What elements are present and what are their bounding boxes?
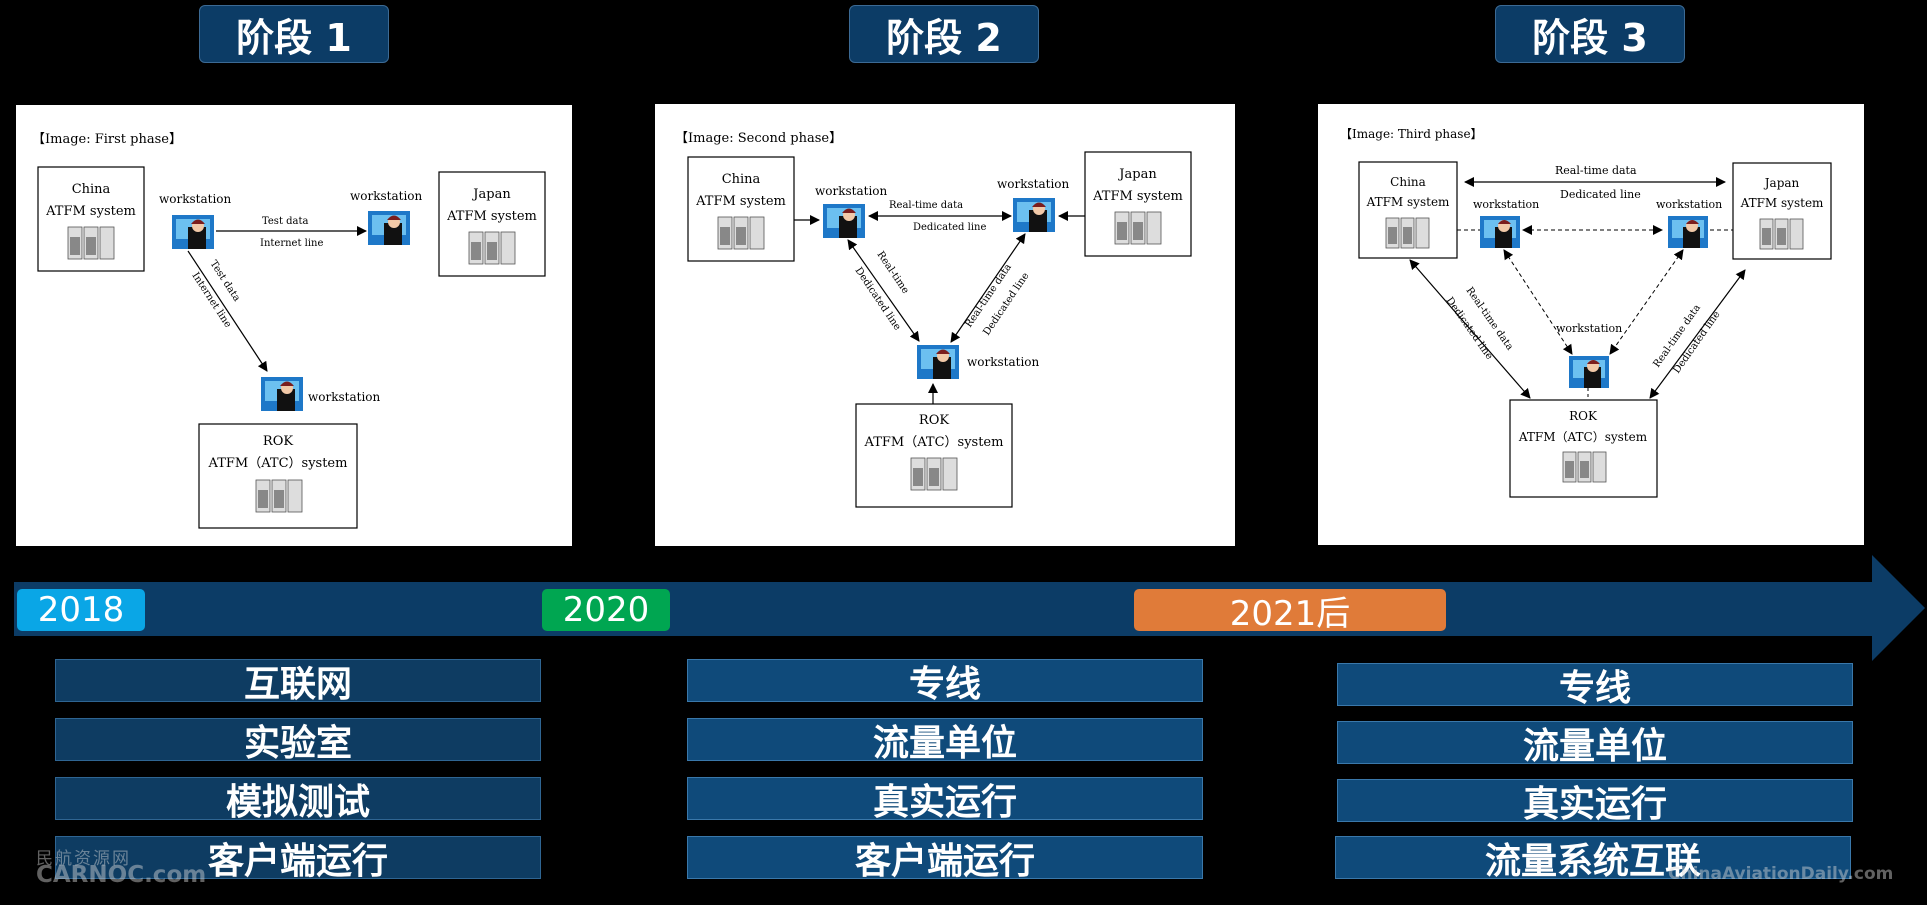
server-icon	[1385, 217, 1430, 249]
watermark-chinaaviationdaily: ChinaAviationDaily.com	[1668, 864, 1894, 884]
stage1-feature-1: 互联网	[55, 659, 541, 705]
workstation-icon	[1569, 356, 1609, 388]
rok-system	[855, 403, 1013, 508]
svg-text:ATFM system: ATFM system	[1366, 195, 1450, 209]
stage-1-header: 阶段 1	[199, 5, 389, 63]
japan-system	[1084, 151, 1192, 257]
year-2018-badge: 2018	[17, 589, 145, 631]
server-icon	[255, 479, 303, 513]
workstation-icon	[1480, 216, 1520, 248]
svg-text:workstation: workstation	[308, 390, 381, 404]
caption: 【Image: Third phase】	[1340, 127, 1483, 141]
svg-text:workstation: workstation	[1473, 198, 1539, 211]
svg-text:China: China	[1390, 175, 1426, 189]
caption: 【Image: Second phase】	[675, 131, 842, 146]
stage1-feature-2: 实验室	[55, 718, 541, 764]
stage-2-header: 阶段 2	[849, 5, 1039, 63]
first-phase-diagram: 【Image: First phase】 China ATFM system J…	[16, 105, 572, 546]
svg-text:Japan: Japan	[1117, 167, 1157, 182]
svg-text:Dedicated line: Dedicated line	[913, 222, 986, 233]
year-2021-badge: 2021后	[1134, 589, 1446, 634]
workstation-icon	[172, 215, 214, 249]
svg-text:Real-time data: Real-time data	[1464, 285, 1516, 352]
server-icon	[1759, 218, 1804, 250]
stage2-feature-4: 客户端运行	[687, 836, 1203, 882]
svg-text:ATFM system: ATFM system	[45, 204, 136, 219]
workstation-icon	[917, 345, 959, 379]
third-phase-diagram: 【Image: Third phase】 China ATFM system J…	[1318, 104, 1864, 545]
workstation-icon	[1013, 198, 1055, 232]
japan-system	[438, 171, 546, 277]
rok-system	[198, 423, 358, 529]
svg-text:ATFM（ATC）system: ATFM（ATC）system	[208, 456, 348, 471]
stage-3-header: 阶段 3	[1495, 5, 1685, 63]
svg-text:ROK: ROK	[1569, 409, 1598, 423]
workstation-icon	[368, 211, 410, 245]
stage3-feature-2: 流量单位	[1337, 721, 1853, 767]
svg-text:ROK: ROK	[919, 413, 949, 428]
svg-text:China: China	[72, 182, 111, 197]
svg-text:Real-time data: Real-time data	[1555, 164, 1637, 177]
year-2020-badge: 2020	[542, 589, 670, 631]
svg-text:Test data: Test data	[262, 216, 309, 227]
svg-text:ATFM system: ATFM system	[1740, 196, 1824, 210]
server-icon	[1562, 451, 1607, 483]
workstation-icon	[1668, 216, 1708, 248]
svg-text:workstation: workstation	[815, 184, 888, 198]
workstation-icon	[823, 204, 865, 238]
caption: 【Image: First phase】	[32, 132, 182, 147]
stage2-feature-1: 专线	[687, 659, 1203, 705]
svg-text:workstation: workstation	[997, 177, 1070, 191]
svg-text:workstation: workstation	[350, 189, 423, 203]
china-system	[37, 166, 145, 272]
svg-text:workstation: workstation	[1556, 322, 1622, 335]
china-system	[687, 156, 795, 262]
server-icon	[1114, 211, 1162, 245]
stage3-feature-4: 流量系统互联	[1335, 836, 1851, 882]
svg-text:ATFM system: ATFM system	[1092, 189, 1183, 204]
japan-system	[1732, 162, 1832, 260]
stage1-feature-3: 模拟测试	[55, 777, 541, 823]
workstation-icon	[261, 377, 303, 411]
stage2-feature-2: 流量单位	[687, 718, 1203, 764]
svg-text:ROK: ROK	[263, 434, 293, 449]
svg-text:China: China	[722, 172, 761, 187]
server-icon	[717, 216, 765, 250]
server-icon	[67, 226, 115, 260]
svg-text:workstation: workstation	[1656, 198, 1722, 211]
stage1-feature-4: 客户端运行	[55, 836, 541, 882]
rok-system	[1509, 399, 1658, 498]
svg-text:Real-time data: Real-time data	[889, 200, 963, 211]
svg-text:workstation: workstation	[159, 192, 232, 206]
server-icon	[468, 231, 516, 265]
svg-text:Japan: Japan	[1763, 176, 1800, 190]
server-icon	[910, 457, 958, 491]
svg-text:Real-time: Real-time	[875, 250, 911, 297]
stage2-feature-3: 真实运行	[687, 777, 1203, 823]
timeline-arrow	[14, 555, 1925, 661]
svg-text:Internet line: Internet line	[260, 238, 324, 249]
stage3-feature-1: 专线	[1337, 663, 1853, 709]
watermark-carnoc-cn: 民航资源网	[36, 849, 131, 869]
svg-text:ATFM system: ATFM system	[446, 209, 537, 224]
svg-text:Japan: Japan	[471, 187, 511, 202]
svg-text:workstation: workstation	[967, 355, 1040, 369]
china-system	[1358, 161, 1458, 259]
svg-text:ATFM（ATC）system: ATFM（ATC）system	[1518, 430, 1648, 444]
second-phase-diagram: 【Image: Second phase】 China ATFM system …	[655, 104, 1235, 546]
svg-text:ATFM system: ATFM system	[695, 194, 786, 209]
stage3-feature-3: 真实运行	[1337, 779, 1853, 825]
svg-text:Dedicated line: Dedicated line	[1560, 188, 1641, 201]
watermark-carnoc: CARNOC.com	[36, 862, 207, 888]
svg-text:ATFM（ATC）system: ATFM（ATC）system	[864, 435, 1004, 450]
